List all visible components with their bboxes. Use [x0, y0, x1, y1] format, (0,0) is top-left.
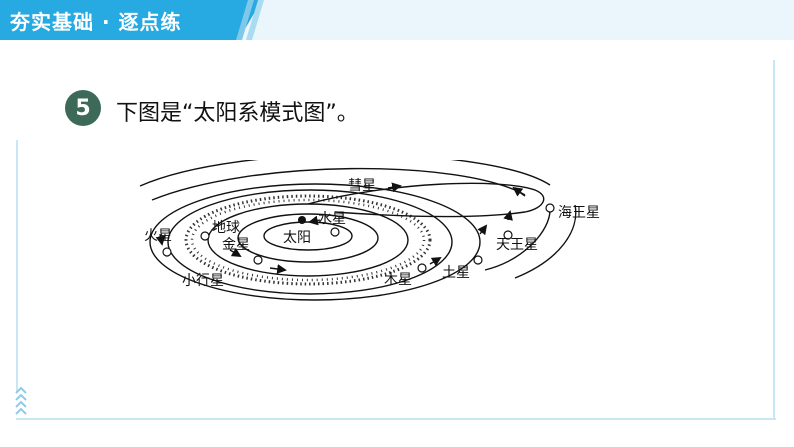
orbits [139, 160, 577, 301]
uranus-label: 天王星 [496, 237, 538, 253]
mars-label: 火星 [144, 228, 172, 244]
venus-label: 金星 [222, 237, 250, 253]
asteroid-label: 小行星 [182, 273, 224, 289]
asteroid-belt [184, 194, 432, 286]
frame-right-line [773, 60, 775, 418]
section-title: 夯实基础 · 逐点练 [10, 10, 182, 34]
section-tab: 夯实基础 · 逐点练 [0, 0, 262, 40]
earth-label: 地球 [212, 220, 240, 236]
saturn-label: 土星 [442, 265, 470, 281]
header-stripes-decoration [236, 0, 264, 40]
mercury-label: 水星 [318, 211, 346, 227]
neptune-label: 海王星 [558, 205, 600, 221]
asteroid-belt-inner [190, 198, 426, 282]
orbit-arrows [155, 182, 526, 274]
planets [162, 203, 555, 273]
frame-bottom-line [16, 418, 776, 420]
question-number-badge: 5 [65, 90, 101, 126]
sun-label: 太阳 [283, 230, 311, 246]
frame-left-line [16, 140, 18, 392]
comet-orbit [307, 182, 545, 218]
sun-icon [298, 216, 306, 224]
jupiter-label: 木星 [384, 272, 412, 288]
comet-label: 彗星 [348, 178, 376, 194]
question-text: 下图是“太阳系模式图”。 [116, 101, 359, 126]
chevron-up-icon [15, 386, 27, 415]
solar-system-diagram: 彗星 水星 地球 火星 金星 太阳 小行星 木星 土星 天王星 海王星 [139, 160, 600, 301]
